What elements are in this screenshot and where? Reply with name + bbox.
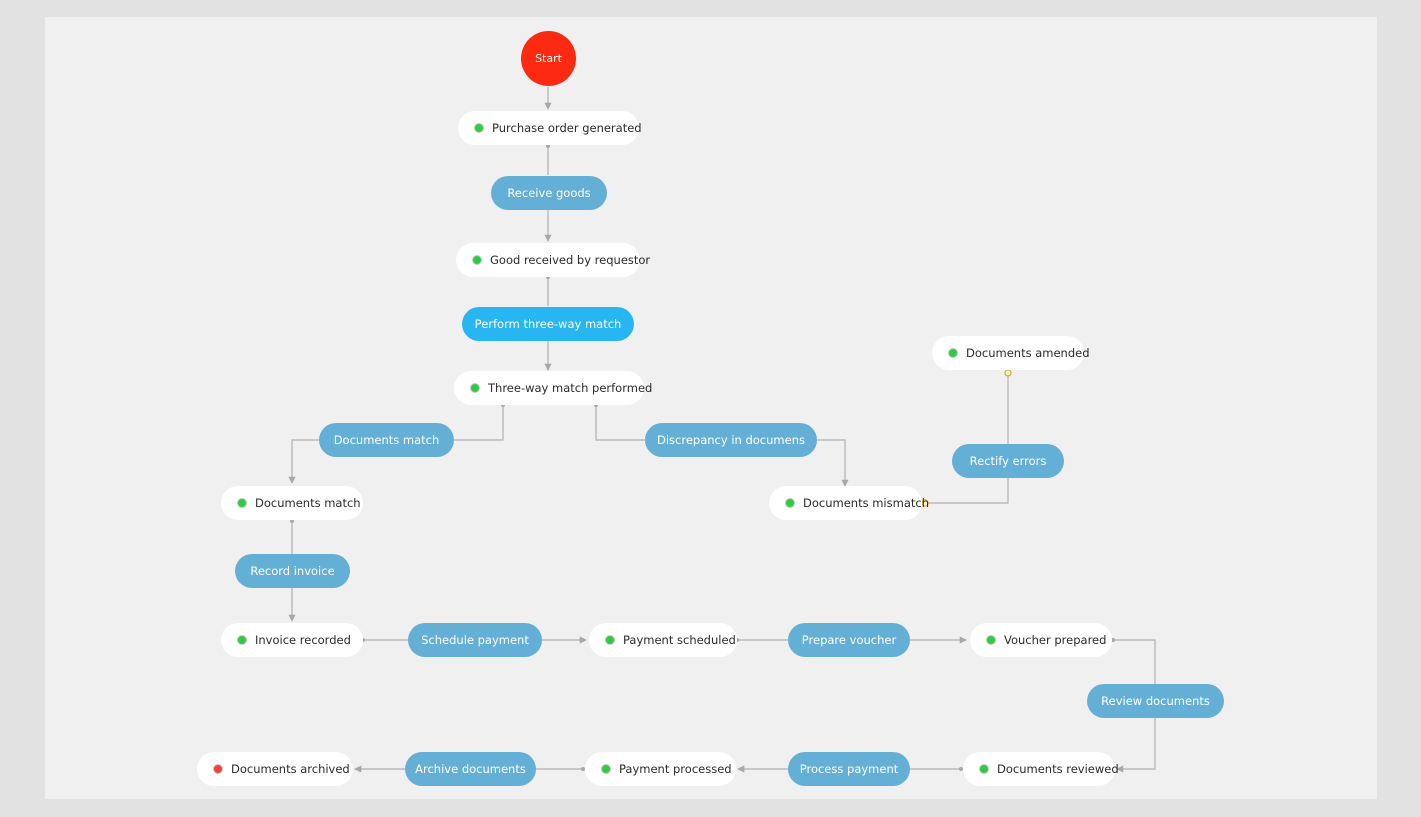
state-documents-archived[interactable]: Documents archived xyxy=(197,752,353,786)
state-payment-processed[interactable]: Payment processed xyxy=(585,752,736,786)
loop-port xyxy=(1004,369,1012,377)
status-dot-icon xyxy=(986,635,996,645)
connector-lines xyxy=(288,87,1156,773)
connector xyxy=(817,439,849,487)
state-payment-scheduled[interactable]: Payment scheduled xyxy=(589,623,737,657)
status-dot-icon xyxy=(785,498,795,508)
status-dot-icon xyxy=(601,764,611,774)
transition-record-invoice[interactable]: Record invoice xyxy=(235,554,350,588)
status-dot-icon xyxy=(948,348,958,358)
status-dot-icon xyxy=(237,635,247,645)
transition-label: Schedule payment xyxy=(421,633,529,647)
state-label: Documents match xyxy=(255,496,361,510)
status-dot-icon xyxy=(979,764,989,774)
status-dot-icon xyxy=(237,498,247,508)
state-label: Purchase order generated xyxy=(492,121,642,135)
status-dot-icon xyxy=(605,635,615,645)
state-voucher-prepared[interactable]: Voucher prepared xyxy=(970,623,1112,657)
connector xyxy=(454,404,504,441)
transition-label: Record invoice xyxy=(250,564,335,578)
connector xyxy=(1112,639,1156,684)
connector xyxy=(925,478,1009,504)
transition-process-payment[interactable]: Process payment xyxy=(788,752,910,786)
transition-label: Documents match xyxy=(333,433,440,447)
state-invoice-recorded[interactable]: Invoice recorded xyxy=(221,623,363,657)
transition-documents-match[interactable]: Documents match xyxy=(319,423,454,457)
end-dot-icon xyxy=(213,764,223,774)
transition-receive-goods[interactable]: Receive goods xyxy=(491,176,607,210)
state-purchase-order-generated[interactable]: Purchase order generated xyxy=(458,111,642,145)
transition-discrepancy-in-documens[interactable]: Discrepancy in documens xyxy=(645,423,817,457)
connector xyxy=(288,439,319,484)
connector xyxy=(1116,717,1156,773)
state-label: Good received by requestor xyxy=(490,253,651,267)
transition-rectify-errors[interactable]: Rectify errors xyxy=(952,444,1064,478)
state-label: Documents amended xyxy=(966,346,1090,360)
state-label: Invoice recorded xyxy=(255,633,351,647)
state-good-received-by-requestor[interactable]: Good received by requestor xyxy=(456,243,650,277)
start-label: Start xyxy=(535,52,562,65)
transition-archive-documents[interactable]: Archive documents xyxy=(405,752,536,786)
status-dot-icon xyxy=(474,123,484,133)
state-label: Voucher prepared xyxy=(1004,633,1107,647)
state-documents-amended[interactable]: Documents amended xyxy=(932,336,1090,370)
workflow-canvas: Start Purchase order generated Good rece… xyxy=(45,17,1377,799)
transition-label: Receive goods xyxy=(507,186,591,200)
loop-port xyxy=(921,499,929,507)
state-documents-reviewed[interactable]: Documents reviewed xyxy=(963,752,1119,786)
transition-label: Perform three-way match xyxy=(474,317,622,331)
state-label: Payment scheduled xyxy=(623,633,736,647)
transition-label: Review documents xyxy=(1101,694,1210,708)
transition-label: Archive documents xyxy=(415,762,526,776)
state-label: Payment processed xyxy=(619,762,732,776)
transition-label: Rectify errors xyxy=(969,454,1047,468)
state-label: Documents archived xyxy=(231,762,350,776)
transition-prepare-voucher[interactable]: Prepare voucher xyxy=(788,623,910,657)
state-label: Documents mismatch xyxy=(803,496,929,510)
status-dot-icon xyxy=(472,255,482,265)
state-documents-match[interactable]: Documents match xyxy=(221,486,363,520)
state-documents-mismatch[interactable]: Documents mismatch xyxy=(769,486,929,520)
start-node[interactable]: Start xyxy=(521,31,576,86)
state-three-way-match-performed[interactable]: Three-way match performed xyxy=(454,371,652,405)
status-dot-icon xyxy=(470,383,480,393)
transition-label: Process payment xyxy=(799,762,899,776)
transition-label: Discrepancy in documens xyxy=(657,433,805,447)
transition-label: Prepare voucher xyxy=(801,633,897,647)
state-label: Documents reviewed xyxy=(997,762,1119,776)
transition-perform-three-way-match[interactable]: Perform three-way match xyxy=(462,307,634,341)
connector xyxy=(595,404,645,441)
transition-schedule-payment[interactable]: Schedule payment xyxy=(408,623,542,657)
transition-review-documents[interactable]: Review documents xyxy=(1087,684,1224,718)
state-label: Three-way match performed xyxy=(488,381,653,395)
